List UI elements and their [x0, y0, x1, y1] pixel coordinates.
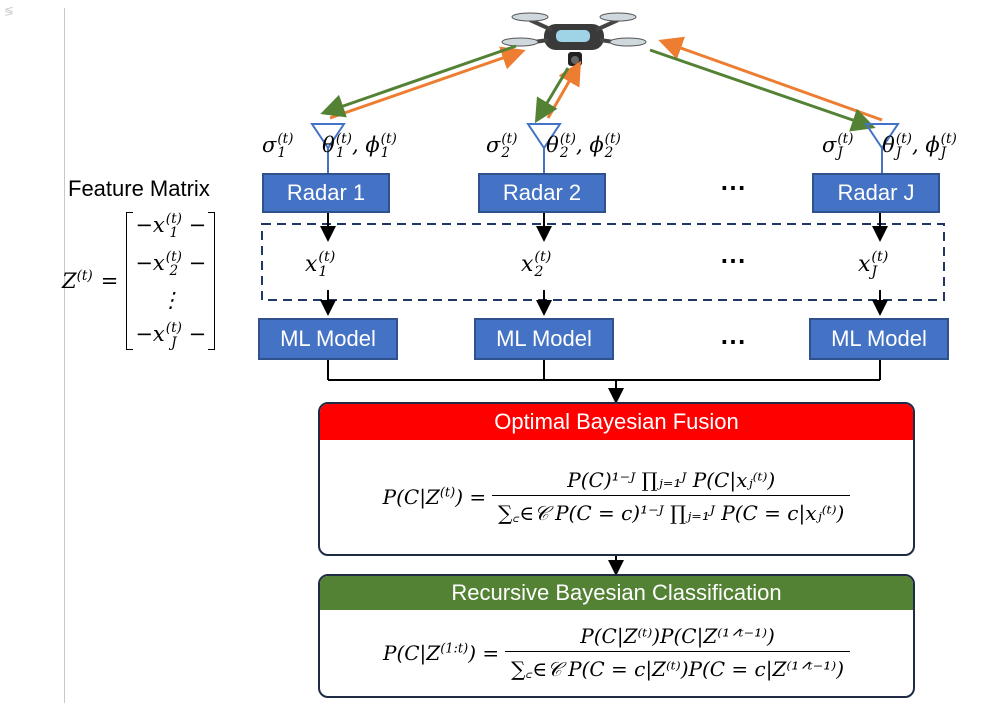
feature-matrix: Z(t) = −x(t)1 − −x(t)2 − ⋮ −x(t)J − — [62, 211, 216, 351]
feature-x1: x(t)1 — [305, 249, 336, 280]
ml-ellipsis: ⋯ — [720, 326, 747, 356]
recursive-numerator: P(C|Z⁽ᵗ⁾)P(C|Z⁽¹ᐟᵗ⁻¹⁾) — [580, 624, 775, 648]
radar1-params: σ(t)1 θ(t)1, ϕ(t)1 — [262, 131, 397, 162]
radar2-params: σ(t)2 θ(t)2, ϕ(t)2 — [486, 131, 621, 162]
fusion-equation: P(C|Z(t)) = P(C)¹⁻ᴶ ∏ⱼ₌₁ᴶ P(C|xⱼ⁽ᵗ⁾) ∑꜀∈… — [320, 440, 913, 554]
matrix-lhs: Z(t) — [62, 268, 93, 293]
feature-matrix-title: Feature Matrix — [68, 176, 210, 201]
fusion-panel: Optimal Bayesian Fusion P(C|Z(t)) = P(C)… — [318, 402, 915, 556]
matrix-row: −x(t)2 − — [135, 249, 207, 280]
link-radar2-in — [534, 67, 570, 124]
ml-model-J: ML Model — [809, 318, 949, 360]
feature-ellipsis: ⋯ — [720, 245, 747, 275]
link-radar1-in — [320, 44, 517, 118]
ml-model-1: ML Model — [258, 318, 398, 360]
drone-icon — [501, 12, 647, 66]
radar-J-box: Radar J — [812, 173, 940, 213]
fusion-numerator: P(C)¹⁻ᴶ ∏ⱼ₌₁ᴶ P(C|xⱼ⁽ᵗ⁾) — [567, 468, 776, 492]
recursive-fraction: P(C|Z⁽ᵗ⁾)P(C|Z⁽¹ᐟᵗ⁻¹⁾) ∑꜀∈𝒞 P(C = c|Z⁽ᵗ⁾… — [505, 624, 850, 682]
recursive-equation: P(C|Z(1:t)) = P(C|Z⁽ᵗ⁾)P(C|Z⁽¹ᐟᵗ⁻¹⁾) ∑꜀∈… — [320, 610, 913, 696]
corner-mark: ≶ — [4, 4, 15, 18]
recursive-denominator: ∑꜀∈𝒞 P(C = c|Z⁽ᵗ⁾)P(C = c|Z⁽¹ᐟᵗ⁻¹⁾) — [505, 651, 850, 682]
feature-xJ: x(t)J — [858, 249, 889, 280]
link-radarJ-in — [649, 48, 876, 132]
matrix-bracket: −x(t)1 − −x(t)2 − ⋮ −x(t)J − — [126, 211, 216, 351]
radar-2-box: Radar 2 — [478, 173, 606, 213]
feature-dashed-box — [261, 223, 945, 301]
fusion-lhs: P(C|Z(t)) = — [382, 485, 487, 509]
feature-x2: x(t)2 — [521, 249, 552, 280]
matrix-row: −x(t)1 − — [135, 211, 207, 242]
antenna-icons — [310, 123, 900, 173]
recursive-panel: Recursive Bayesian Classification P(C|Z(… — [318, 574, 915, 698]
ml-model-2: ML Model — [474, 318, 614, 360]
recursive-lhs: P(C|Z(1:t)) = — [382, 641, 500, 665]
radar-1-box: Radar 1 — [262, 173, 390, 213]
radarJ-params: σ(t)J θ(t)J, ϕ(t)J — [822, 131, 957, 162]
fusion-denominator: ∑꜀∈𝒞 P(C = c)¹⁻ᴶ ∏ⱼ₌₁ᴶ P(C = c|xⱼ⁽ᵗ⁾) — [492, 495, 851, 526]
fusion-title: Optimal Bayesian Fusion — [320, 404, 913, 440]
recursive-title: Recursive Bayesian Classification — [320, 576, 913, 610]
matrix-row: −x(t)J − — [135, 320, 207, 351]
link-radar1-out — [329, 46, 526, 120]
radar-ellipsis: ⋯ — [720, 172, 747, 202]
link-radarJ-out — [658, 36, 883, 122]
matrix-row: ⋮ — [160, 288, 182, 312]
left-border-line — [64, 8, 65, 703]
fusion-fraction: P(C)¹⁻ᴶ ∏ⱼ₌₁ᴶ P(C|xⱼ⁽ᵗ⁾) ∑꜀∈𝒞 P(C = c)¹⁻… — [492, 468, 851, 526]
